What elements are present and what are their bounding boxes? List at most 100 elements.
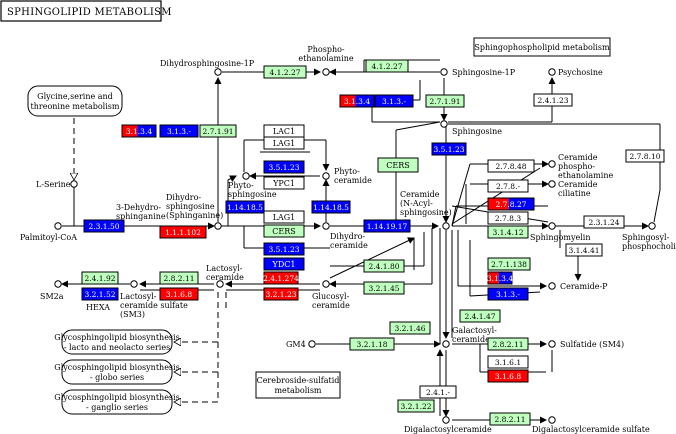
enzyme-label: 4.1.2.27 [371,62,402,71]
pathway-glycine-line1: Glycine,serine and [37,92,113,101]
enzyme-box-3-2-1-22[interactable]: 3.2.1.22 [397,399,435,413]
node-gm4[interactable] [308,340,316,348]
gene-ydc1[interactable]: YDC1 [263,257,305,271]
node-dihydrosphingosine[interactable] [214,222,222,230]
label-dihydrosphingosine-1: Dihydro- [166,193,201,202]
enzyme-box-3-5-1-23[interactable]: 3.5.1.23 [263,242,305,256]
enzyme-box-2-8-2-11[interactable]: 2.8.2.11 [487,337,529,351]
node-palmitoyl-coa[interactable] [54,222,62,230]
enzyme-box-3-2-1-46[interactable]: 3.2.1.46 [389,321,431,335]
enzyme-box-2-7-8-10[interactable]: 2.7.8.10 [625,149,665,163]
node-sphingosine-1p[interactable] [440,68,448,76]
enzyme-box-2-4-1-80[interactable]: 2.4.1.80 [363,259,405,273]
enzyme-label: 2.8.2.11 [494,415,525,424]
enzyme-box-3-2-1-45[interactable]: 3.2.1.45 [363,281,405,295]
gene-ypc1-a[interactable]: YPC1 [263,176,305,190]
node-lactosylceramide-sulfate[interactable] [130,280,138,288]
enzyme-box-3-2-1-52[interactable]: 3.2.1.52 [81,287,119,301]
enzyme-box-3-1-4-41[interactable]: 3.1.4.41 [565,243,603,257]
node-dihydrosphingosine-1p[interactable] [214,68,222,76]
title-box [0,0,162,22]
node-digalactosylceramide-sulfate[interactable] [548,416,556,424]
enzyme-box-3-1-3--[interactable]: 3.1.3.- [487,287,529,301]
enzyme-box-3-1-3-4[interactable]: 3.1.3.4 [339,94,375,108]
enzyme-box-2-4-1--[interactable]: 2.4.1.- [419,385,457,399]
enzyme-box-2-8-2-11[interactable]: 2.8.2.11 [159,271,199,285]
enzyme-label: 2.4.1.274 [263,274,299,283]
enzyme-box-3-1-3--[interactable]: 3.1.3.- [374,94,414,108]
node-sulfatide[interactable] [548,340,556,348]
label-ceramide-3: sphingosine) [400,208,452,217]
node-ceramide[interactable] [442,222,450,230]
gene-lag1-b[interactable]: LAG1 [263,210,305,224]
gene-cers-a-label: CERS [272,227,295,236]
pathway-gsl-globo-box[interactable]: Glycosphingolipid biosynthesis - globo s… [54,359,180,385]
node-dihydroceramide[interactable] [322,222,330,230]
enzyme-box-3-2-1-23[interactable]: 3.2.1.23 [263,287,299,301]
enzyme-box-1-14-19-17[interactable]: 1.14.19.17 [363,219,411,233]
enzyme-box-4-1-2-27[interactable]: 4.1.2.27 [263,65,307,79]
node-sphingomyelin[interactable] [548,222,556,230]
enzyme-box-3-1-6-8[interactable]: 3.1.6.8 [487,369,529,383]
enzyme-box-2-7-1-91[interactable]: 2.7.1.91 [425,94,465,108]
enzyme-box-2-7-8--[interactable]: 2.7.8.- [487,179,529,193]
enzyme-box-2-4-1-47[interactable]: 2.4.1.47 [459,309,501,323]
node-lactosylceramide[interactable] [216,280,224,288]
enzyme-label: 2.7.8.3 [495,214,521,223]
pathway-glycine-box[interactable]: Glycine,serine and threonine metabolism [27,85,123,117]
enzyme-box-4-1-2-27[interactable]: 4.1.2.27 [365,59,409,73]
node-digalactosylceramide[interactable] [442,416,450,424]
enzyme-label: 1.14.19.17 [367,222,408,231]
pathway-glycine-line2: threonine metabolism [31,102,120,111]
enzyme-box-3-1-3-4[interactable]: 3.1.3.4 [121,124,157,138]
pathway-cerebroside-box[interactable]: Cerebroside-sulfatid metabolism [255,371,341,399]
pathway-gsl-ganglio-box[interactable]: Glycosphingolipid biosynthesis - ganglio… [54,389,180,415]
enzyme-box-2-4-1-23[interactable]: 2.4.1.23 [533,93,573,107]
node-ceramide-p[interactable] [548,282,556,290]
enzyme-box-2-3-1-50[interactable]: 2.3.1.50 [83,219,125,233]
enzyme-box-3-1-3-4[interactable]: 3.1.3.4 [487,271,513,285]
enzyme-box-2-7-8-48[interactable]: 2.7.8.48 [487,159,535,173]
enzyme-box-3-1-3--[interactable]: 3.1.3.- [159,124,199,138]
enzyme-box-2-8-2-11[interactable]: 2.8.2.11 [489,412,531,426]
enzyme-label: 2.7.1.91 [202,127,233,136]
node-ceramide-pe[interactable] [548,160,556,168]
gene-cers-b[interactable]: CERS [377,157,419,173]
pathway-cerebroside-line2: metabolism [274,386,321,395]
enzyme-box-2-7-1-138[interactable]: 2.7.1.138 [487,257,531,271]
enzyme-box-2-7-8-3[interactable]: 2.7.8.3 [487,211,529,225]
enzyme-box-1-14-18-5[interactable]: 1.14.18.5 [311,200,351,214]
enzyme-box-3-5-1-23[interactable]: 3.5.1.23 [263,160,305,174]
node-sm2a[interactable] [54,280,62,288]
enzyme-box-2-7-1-91[interactable]: 2.7.1.91 [199,124,237,138]
enzyme-box-3-2-1-18[interactable]: 3.2.1.18 [349,337,395,351]
enzyme-box-2-4-1-274[interactable]: 2.4.1.274 [263,271,299,285]
enzyme-box-1-14-18-5[interactable]: 1.14.18.5 [225,200,265,214]
node-ceramide-ciliatine[interactable] [548,180,556,188]
node-sphingosine[interactable] [440,120,448,128]
node-glucosylceramide[interactable] [322,280,330,288]
gene-cers-a[interactable]: CERS [263,224,305,238]
pathway-sphingophospholipid-box[interactable]: Sphingophospholipid metabolism [473,37,611,57]
enzyme-box-2-3-1-24[interactable]: 2.3.1.24 [583,215,625,229]
label-dehydrosphinganine-2: sphinganine [116,212,166,221]
enzyme-label: 2.7.8.27 [495,200,526,209]
enzyme-box-2-7-8-27[interactable]: 2.7.8.27 [487,197,535,211]
node-galactosylceramide[interactable] [442,340,450,348]
node-l-serine[interactable] [70,180,78,188]
enzyme-label: 3.5.1.23 [268,245,299,254]
enzyme-box-3-1-6-1[interactable]: 3.1.6.1 [487,355,529,369]
pathway-gsl-lacto-box[interactable]: Glycosphingolipid biosynthesis - lacto a… [54,329,180,355]
node-phosphoethanolamine[interactable] [322,68,330,76]
node-phytoceramide[interactable] [322,172,330,180]
node-phytosphingosine[interactable] [242,172,250,180]
enzyme-box-3-1-4-12[interactable]: 3.1.4.12 [487,225,529,239]
gene-lac1[interactable]: LAC1 [263,124,305,138]
node-sphingosylphosphocholine[interactable] [648,222,656,230]
enzyme-box-2-4-1-92[interactable]: 2.4.1.92 [81,271,119,285]
enzyme-box-3-5-1-23[interactable]: 3.5.1.23 [431,142,467,156]
enzyme-box-3-1-6-8[interactable]: 3.1.6.8 [159,287,199,301]
node-psychosine[interactable] [548,68,556,76]
gene-lag1-a[interactable]: LAG1 [263,136,305,150]
enzyme-box-1-1-1-102[interactable]: 1.1.1.102 [159,225,207,239]
